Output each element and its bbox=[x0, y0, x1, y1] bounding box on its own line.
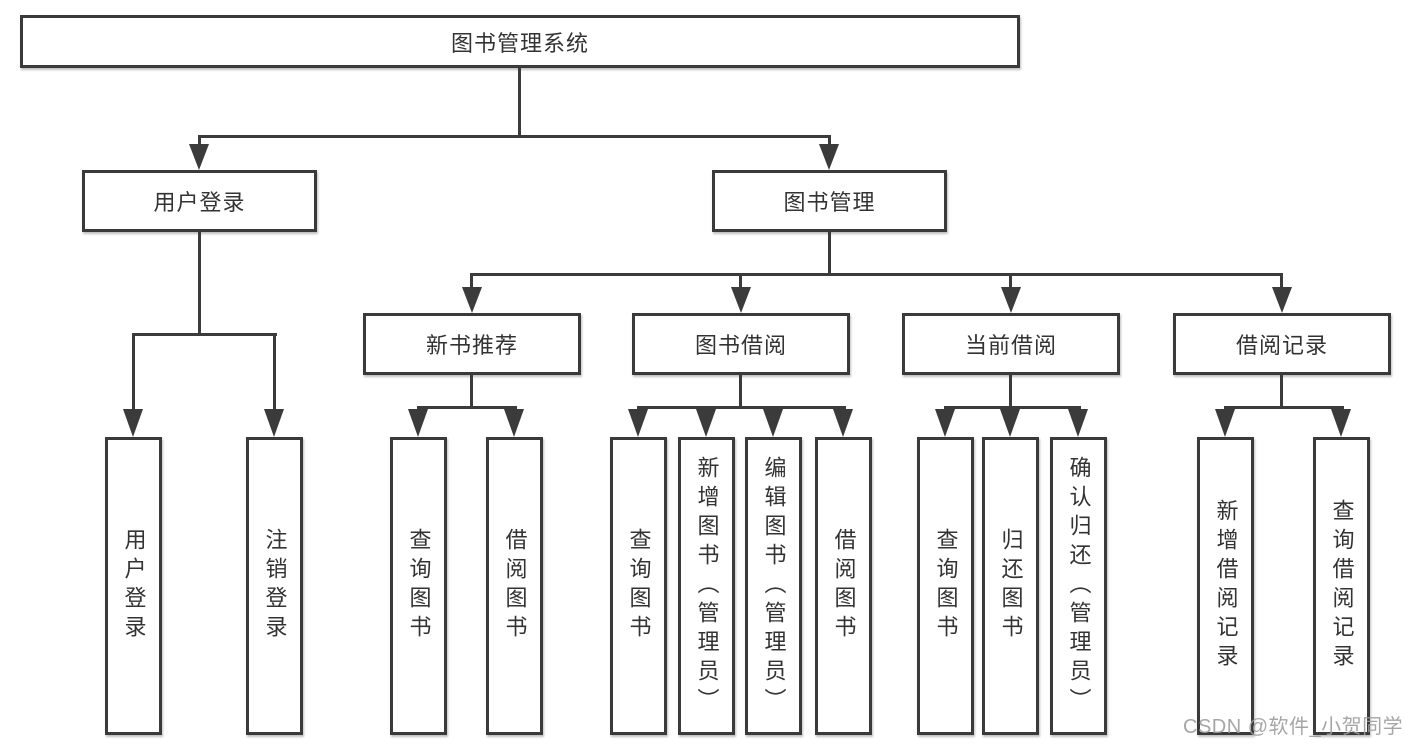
node-borrow-records: 借阅记录 bbox=[1173, 313, 1391, 375]
node-leaf-nb-borrow-books: 借阅图书 bbox=[486, 437, 543, 735]
connector-line bbox=[470, 375, 473, 409]
leaf-label: 用户登录 bbox=[121, 528, 147, 644]
leaf-label: 新增借阅记录 bbox=[1213, 499, 1239, 673]
node-leaf-bb-add-books-admin: 新增图书（管理员） bbox=[678, 437, 735, 735]
node-leaf-br-add-record: 新增借阅记录 bbox=[1197, 437, 1254, 735]
node-leaf-bb-edit-books-admin: 编辑图书（管理员） bbox=[745, 437, 802, 735]
arrow-down-icon bbox=[731, 287, 751, 313]
arrow-down-icon bbox=[264, 409, 284, 437]
node-new-book-recommend: 新书推荐 bbox=[363, 313, 581, 375]
arrow-down-icon bbox=[833, 409, 853, 437]
node-leaf-cb-query-books: 查询图书 bbox=[917, 437, 974, 735]
arrow-down-icon bbox=[1215, 409, 1235, 437]
connector-line bbox=[637, 406, 846, 409]
connector-line bbox=[132, 333, 135, 411]
arrow-down-icon bbox=[696, 409, 716, 437]
csdn-watermark: CSDN @软件_小贺同学 bbox=[1183, 716, 1404, 738]
connector-line bbox=[828, 135, 831, 149]
node-root: 图书管理系统 bbox=[20, 15, 1020, 68]
connector-line bbox=[1224, 406, 1344, 409]
node-leaf-nb-query-books: 查询图书 bbox=[390, 437, 447, 735]
arrow-down-icon bbox=[408, 409, 428, 437]
node-leaf-logout: 注销登录 bbox=[246, 437, 303, 735]
arrow-down-icon bbox=[1068, 409, 1088, 437]
connector-line bbox=[518, 68, 521, 138]
node-user-login: 用户登录 bbox=[82, 170, 317, 232]
leaf-label: 查询图书 bbox=[626, 528, 652, 644]
arrow-down-icon bbox=[189, 144, 209, 170]
node-book-management: 图书管理 bbox=[712, 170, 947, 232]
arrow-down-icon bbox=[462, 287, 482, 313]
node-leaf-br-query-record: 查询借阅记录 bbox=[1313, 437, 1370, 735]
leaf-label: 查询图书 bbox=[933, 528, 959, 644]
arrow-down-icon bbox=[935, 409, 955, 437]
node-leaf-bb-query-books: 查询图书 bbox=[610, 437, 667, 735]
arrow-down-icon bbox=[504, 409, 524, 437]
connector-line bbox=[198, 135, 831, 138]
node-leaf-cb-confirm-return-admin: 确认归还（管理员） bbox=[1050, 437, 1107, 735]
connector-line bbox=[470, 273, 473, 290]
leaf-label: 借阅图书 bbox=[831, 528, 857, 644]
leaf-label: 编辑图书（管理员） bbox=[761, 455, 787, 717]
arrow-down-icon bbox=[763, 409, 783, 437]
arrow-down-icon bbox=[123, 409, 143, 437]
node-leaf-bb-borrow-books: 借阅图书 bbox=[815, 437, 872, 735]
arrow-down-icon bbox=[1000, 409, 1020, 437]
connector-line bbox=[1009, 273, 1012, 290]
leaf-label: 确认归还（管理员） bbox=[1066, 455, 1092, 717]
arrow-down-icon bbox=[628, 409, 648, 437]
connector-line bbox=[470, 273, 1283, 276]
connector-line bbox=[739, 273, 742, 290]
connector-line bbox=[273, 333, 276, 411]
leaf-label: 归还图书 bbox=[998, 528, 1024, 644]
connector-line bbox=[417, 406, 517, 409]
arrow-down-icon bbox=[1001, 287, 1021, 313]
leaf-label: 借阅图书 bbox=[502, 528, 528, 644]
connector-line bbox=[198, 232, 201, 336]
node-leaf-user-login: 用户登录 bbox=[105, 437, 162, 735]
connector-line bbox=[944, 406, 1081, 409]
connector-line bbox=[198, 135, 201, 149]
connector-line bbox=[1280, 273, 1283, 290]
connector-line bbox=[739, 375, 742, 409]
connector-line bbox=[1009, 375, 1012, 409]
node-book-borrow: 图书借阅 bbox=[632, 313, 850, 375]
arrow-down-icon bbox=[819, 144, 839, 170]
connector-line bbox=[132, 333, 277, 336]
leaf-label: 查询借阅记录 bbox=[1329, 499, 1355, 673]
leaf-label: 查询图书 bbox=[406, 528, 432, 644]
connector-line bbox=[828, 232, 831, 276]
arrow-down-icon bbox=[1331, 409, 1351, 437]
connector-line bbox=[1280, 375, 1283, 409]
node-leaf-cb-return-books: 归还图书 bbox=[982, 437, 1039, 735]
arrow-down-icon bbox=[1272, 287, 1292, 313]
leaf-label: 新增图书（管理员） bbox=[694, 455, 720, 717]
node-current-borrow: 当前借阅 bbox=[902, 313, 1120, 375]
leaf-label: 注销登录 bbox=[262, 528, 288, 644]
